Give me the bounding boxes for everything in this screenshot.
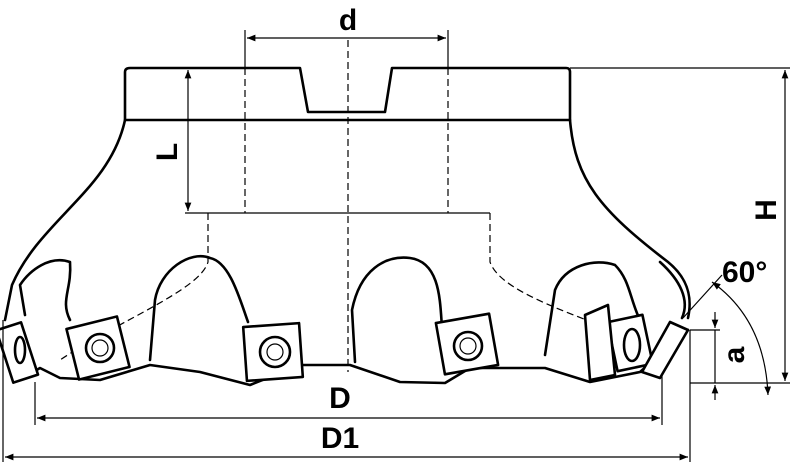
inserts xyxy=(0,303,690,384)
label-D: D xyxy=(329,382,351,415)
insert-3 xyxy=(241,321,305,383)
label-H: H xyxy=(750,199,783,221)
label-d: d xyxy=(339,4,357,37)
label-a: a xyxy=(718,346,751,363)
label-D1: D1 xyxy=(321,422,359,455)
label-angle: 60° xyxy=(722,256,767,289)
flange xyxy=(123,66,572,122)
insert-5b xyxy=(583,303,617,382)
cutter-body xyxy=(3,118,691,322)
insert-2 xyxy=(65,315,131,381)
insert-5 xyxy=(605,313,655,373)
label-L: L xyxy=(151,143,184,161)
flutes xyxy=(18,255,687,364)
insert-6 xyxy=(640,320,690,380)
angle-arc xyxy=(711,281,772,396)
insert-1 xyxy=(0,321,40,384)
insert-4 xyxy=(434,312,500,376)
